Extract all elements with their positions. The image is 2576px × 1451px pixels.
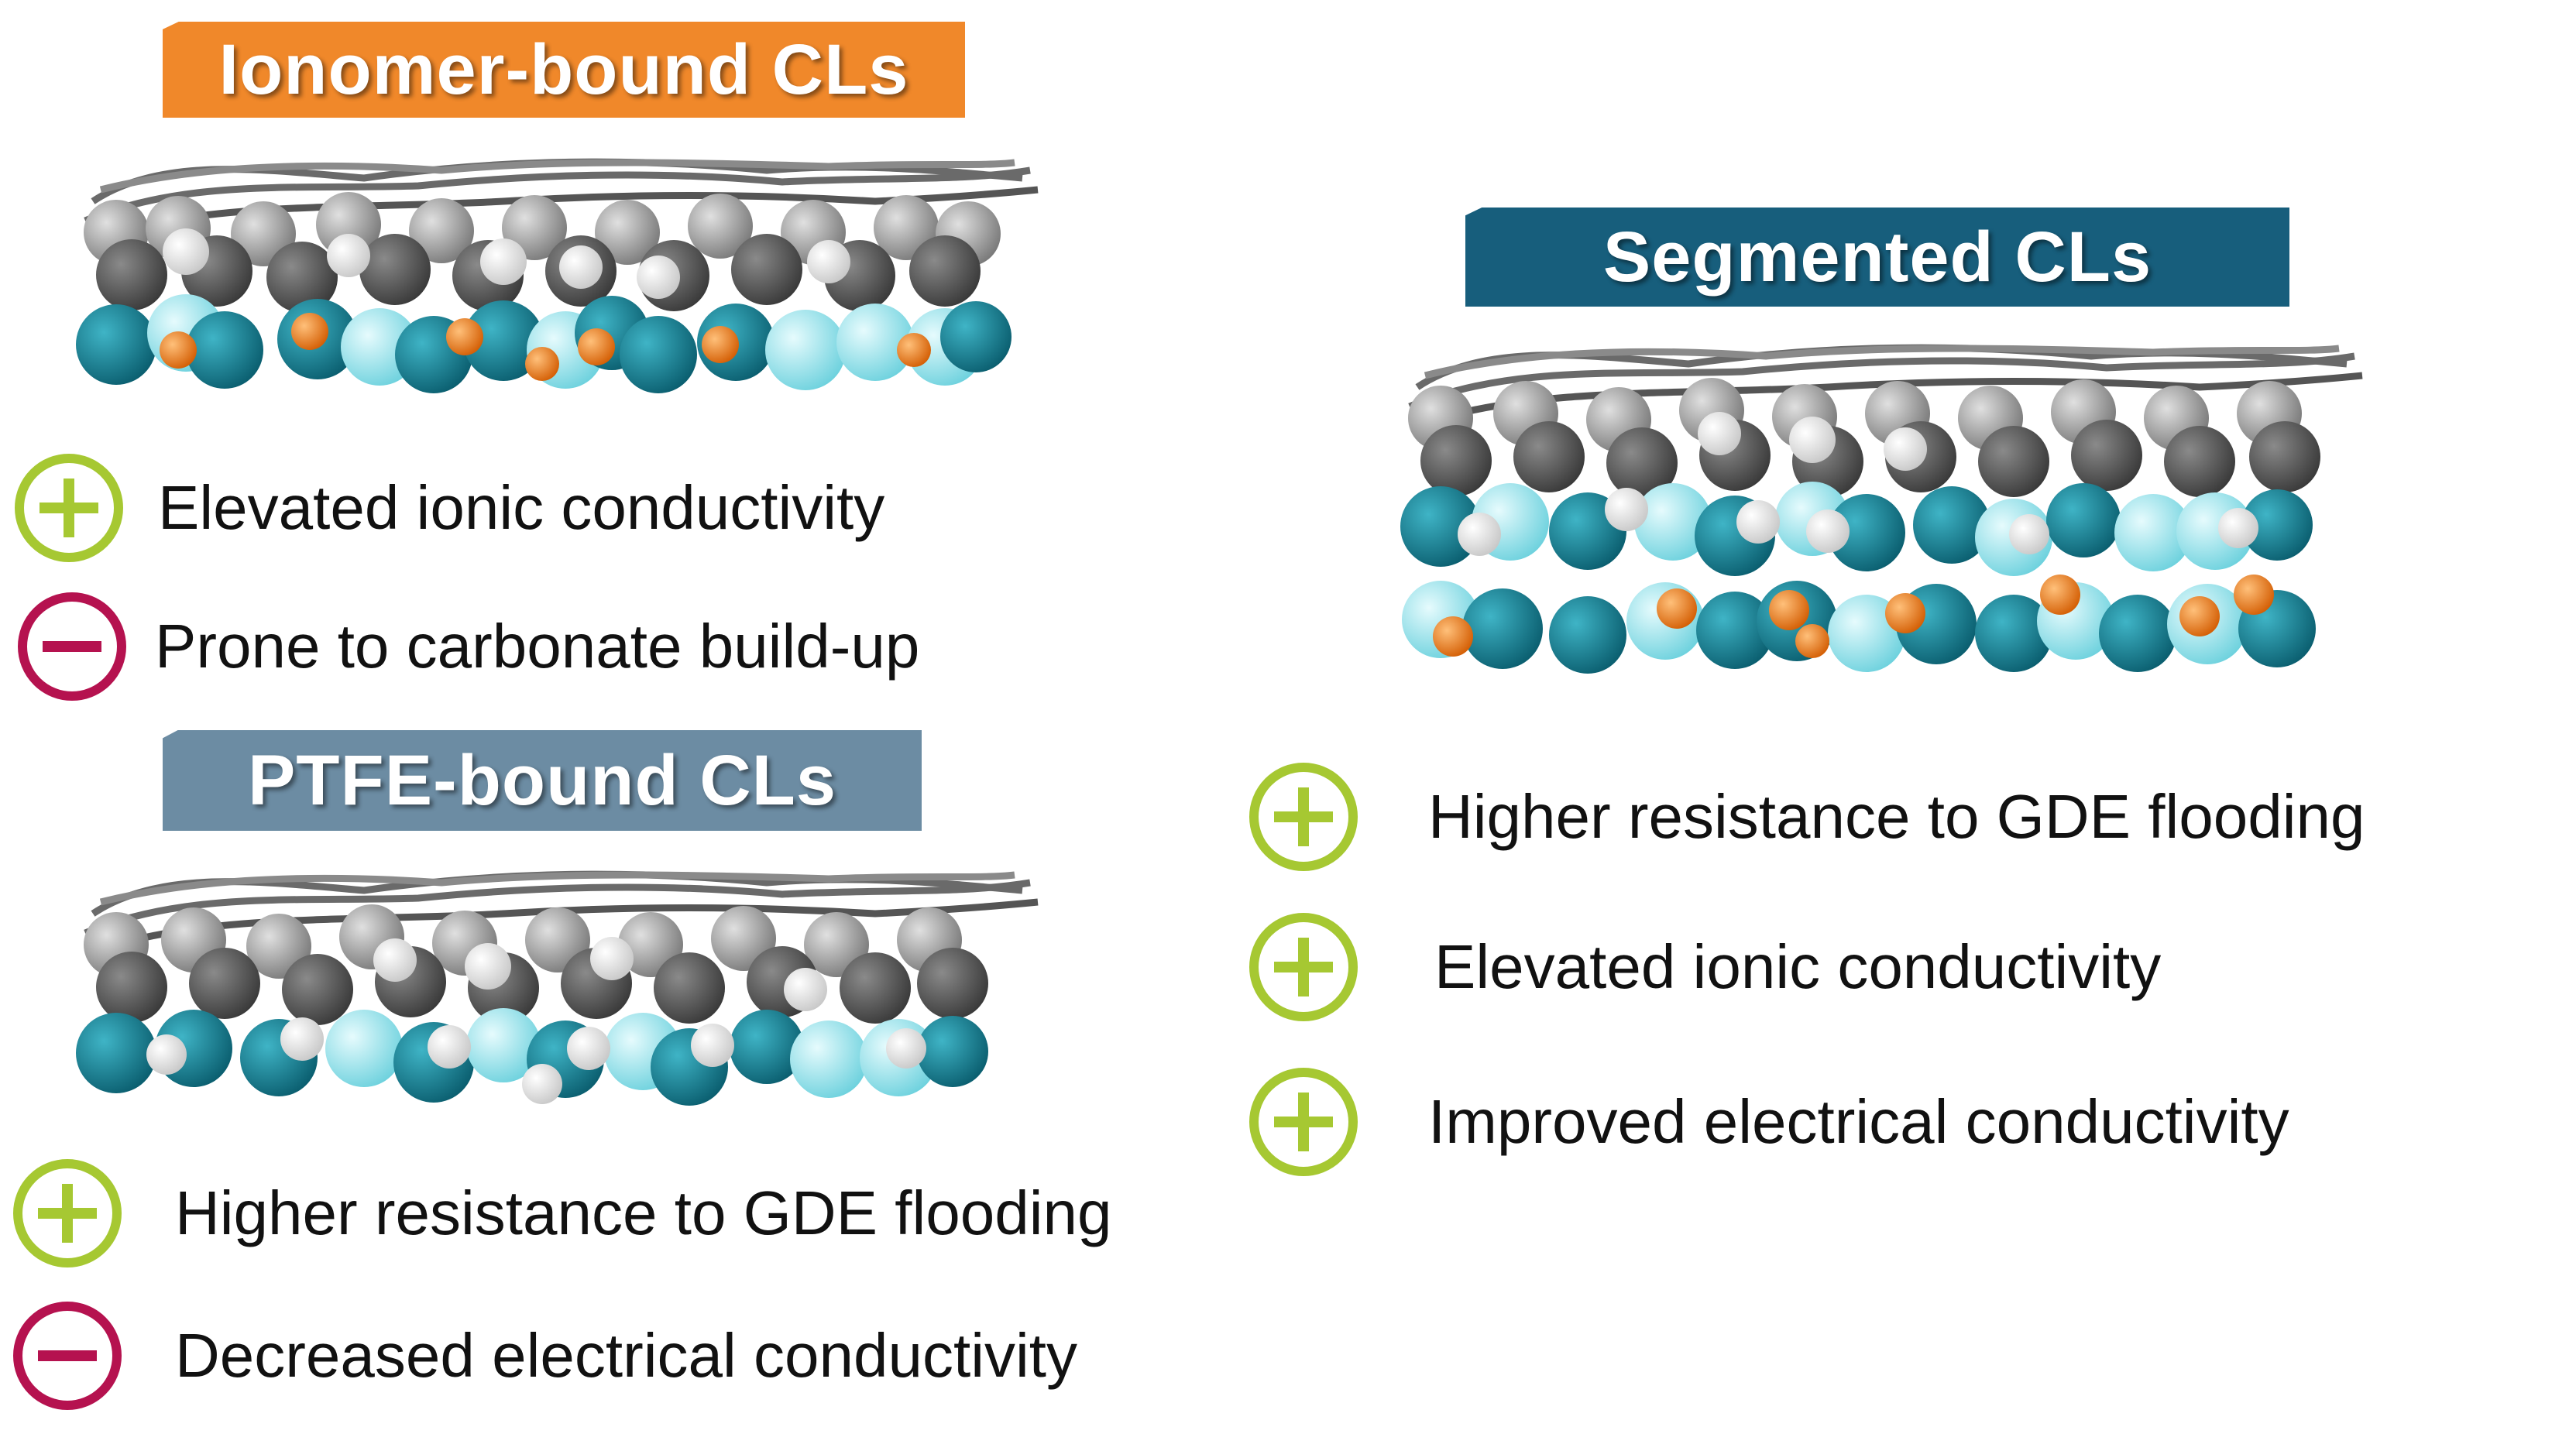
carbon-row (84, 192, 1001, 313)
segmented-title: Segmented CLs (1602, 217, 2152, 297)
ptfe-title: PTFE-bound CLs (247, 740, 837, 820)
ionomer-layer-illustration (70, 147, 1046, 410)
ionomer-title-banner: Ionomer-bound CLs (163, 22, 965, 118)
plus-icon (15, 454, 123, 562)
con-text: Prone to carbonate build-up (155, 612, 920, 681)
minus-icon (18, 592, 126, 701)
ptfe-segment-row (1400, 482, 2313, 576)
con-text: Decreased electrical conductivity (175, 1321, 1077, 1390)
carbon-row (84, 904, 988, 1025)
pro-text: Elevated ionic conductivity (1434, 932, 2162, 1001)
pro-text: Elevated ionic conductivity (158, 473, 885, 542)
segmented-layer-illustration (1394, 333, 2370, 689)
segmented-title-banner: Segmented CLs (1465, 208, 2289, 307)
plus-icon (1249, 913, 1358, 1021)
ptfe-layer-illustration (70, 859, 1046, 1123)
ptfe-layer-svg (76, 870, 1039, 1106)
ionomer-title: Ionomer-bound CLs (218, 29, 909, 109)
ionomer-row (76, 294, 1012, 393)
pro-text: Higher resistance to GDE flooding (1428, 782, 2365, 851)
pro-text: Improved electrical conductivity (1428, 1087, 2289, 1156)
ptfe-title-banner: PTFE-bound CLs (163, 730, 922, 831)
plus-icon (13, 1159, 122, 1267)
ptfe-row (76, 1008, 988, 1106)
ionomer-layer-svg (76, 158, 1039, 393)
plus-icon (1249, 763, 1358, 871)
carbon-row (1408, 378, 2320, 499)
pro-text: Higher resistance to GDE flooding (175, 1178, 1112, 1247)
ionomer-segment-row (1402, 575, 2316, 674)
plus-icon (1249, 1068, 1358, 1176)
segmented-layer-svg (1400, 344, 2363, 674)
minus-icon (13, 1302, 122, 1410)
